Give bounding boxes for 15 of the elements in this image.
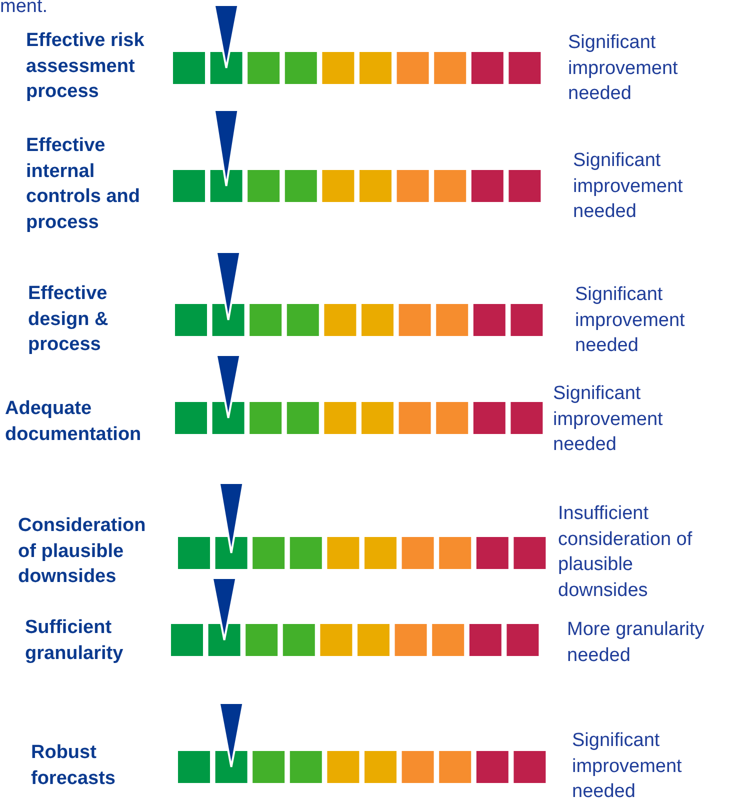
criterion-label: Adequate documentation	[5, 397, 142, 446]
assessment-note: Significant improvement needed	[553, 382, 664, 457]
criterion-label: Effective internal controls and process	[26, 134, 142, 234]
assessment-note: Significant improvement needed	[573, 149, 684, 224]
assessment-note: Significant improvement needed	[568, 31, 679, 106]
criterion-label: Sufficient granularity	[25, 616, 124, 666]
assessment-note: Significant improvement needed	[572, 729, 683, 803]
assessment-note: Significant improvement needed	[575, 283, 686, 358]
criterion-label: Effective design & process	[28, 282, 110, 357]
criterion-label: Effective risk assessment process	[26, 29, 146, 104]
cut-off-text: ment.	[0, 0, 49, 19]
assessment-note: Insufficient consideration of plausible downsides	[558, 502, 694, 602]
criterion-label: Robust forecasts	[31, 741, 116, 790]
assessment-note: More granularity needed	[567, 618, 706, 668]
criterion-label: Consideration of plausible downsides	[18, 514, 147, 589]
